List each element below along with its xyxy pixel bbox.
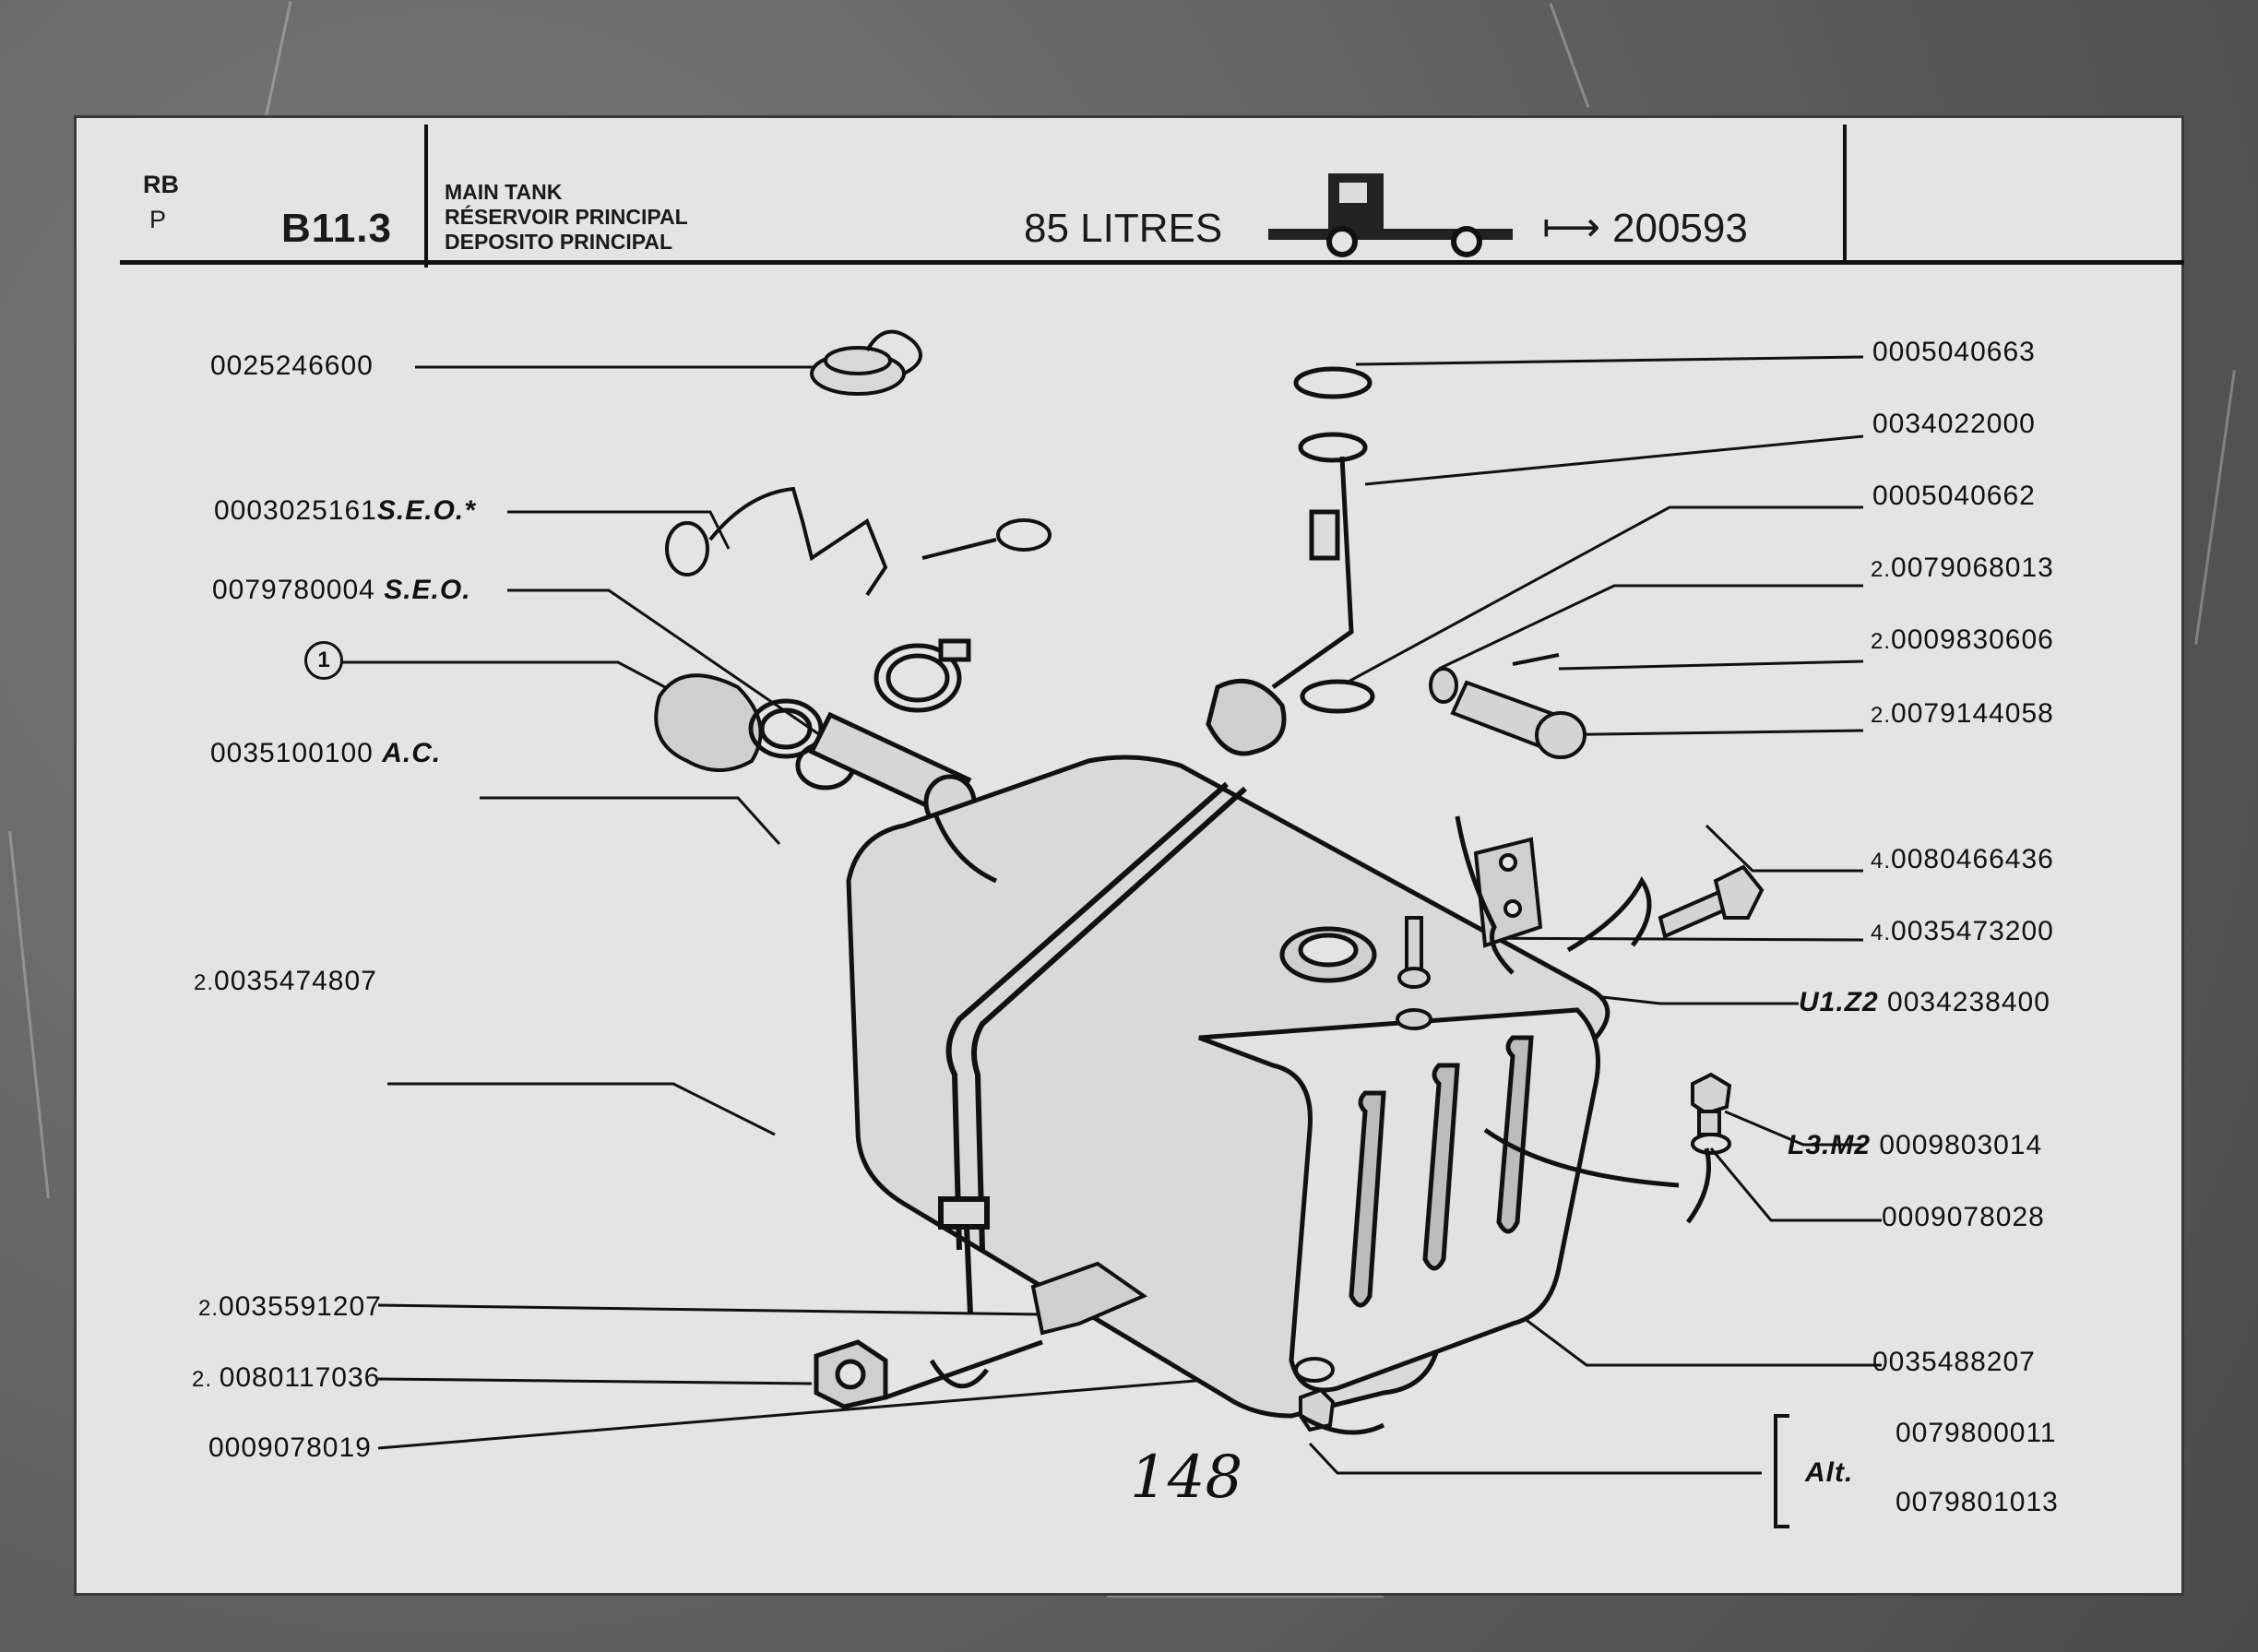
part-number-right: 2.0079068013 (1871, 553, 2054, 584)
part-number: 0035474807 (214, 966, 377, 996)
header-divider (1843, 125, 1847, 263)
security-chain (665, 486, 1052, 597)
part-number-right: 4.0080466436 (1871, 844, 2054, 875)
part-number: 0079780004 (212, 575, 375, 605)
alt-label: Alt. (1805, 1457, 1854, 1488)
part-number-left: 2.0035591207 (198, 1291, 382, 1323)
part-suffix: S.E.O. (384, 575, 471, 605)
part-suffix: A.C. (382, 738, 442, 768)
stud-bolt (1396, 916, 1432, 1030)
part-code: L3.M2 (1788, 1130, 1872, 1160)
part-number-right: 4.0035473200 (1871, 916, 2054, 947)
tank-strap (938, 781, 1248, 1315)
part-quantity: 4. (1871, 849, 1892, 874)
part-quantity: 2. (192, 1367, 220, 1392)
part-number: 0005040663 (1872, 337, 2036, 367)
scratch (1549, 3, 1590, 108)
hanger-bracket (1473, 837, 1543, 948)
part-code: U1.Z2 (1799, 987, 1879, 1017)
part-number-left: 0035100100 A.C. (210, 738, 441, 769)
scratch (2194, 370, 2236, 645)
header-rule (120, 260, 2184, 265)
part-number: 0009830606 (1891, 624, 2054, 655)
part-number: 0079068013 (1891, 553, 2054, 583)
hose-clamp (873, 638, 971, 713)
title-portuguese: DEPOSITO PRINCIPAL (445, 230, 673, 254)
pivot-pin (1429, 653, 1587, 759)
part-number: 0080117036 (219, 1362, 381, 1393)
exploded-diagram (341, 329, 1882, 1528)
part-number-left: 2. 0080117036 (192, 1362, 380, 1394)
page-number: 148 (1130, 1444, 1243, 1512)
part-number-right: 0035488207 (1872, 1347, 2036, 1378)
part-quantity: 2. (1871, 557, 1892, 582)
part-quantity: 2. (194, 970, 215, 995)
part-number-right: U1.Z2 0034238400 (1799, 987, 2050, 1018)
part-number: 0035473200 (1891, 916, 2054, 946)
part-quantity: 2. (1871, 629, 1892, 654)
leader-lines (341, 355, 1882, 1475)
part-number-right: 0034022000 (1872, 409, 2036, 440)
sheet-header: RB P B11.3 MAIN TANK RÉSERVOIR PRINCIPAL… (74, 115, 2184, 267)
alt-part-number: 0079800011 (1896, 1418, 2057, 1448)
serial-arrow: ⟼ (1542, 205, 1601, 250)
part-suffix: S.E.O.* (376, 495, 476, 526)
title-french: RÉSERVOIR PRINCIPAL (445, 205, 688, 229)
part-number-right: 2.0009830606 (1871, 624, 2054, 656)
title-english: MAIN TANK (445, 180, 563, 204)
part-number-right: 2.0079144058 (1871, 698, 2054, 730)
reference-callout: 1 (304, 641, 343, 680)
part-number: 0079144058 (1891, 698, 2054, 729)
part-number: 0009803014 (1879, 1130, 2043, 1160)
truck-chassis-icon (1268, 173, 1513, 257)
part-number: 0025246600 (210, 351, 374, 381)
section-code: B11.3 (281, 206, 392, 251)
language-code-bottom: P (149, 206, 167, 233)
part-number: 0035591207 (219, 1291, 382, 1322)
filler-cap (810, 329, 922, 396)
serial-number: 200593 (1612, 206, 1748, 251)
part-number: 0005040662 (1872, 481, 2036, 511)
part-number-right: 0005040663 (1872, 337, 2036, 368)
header-divider (424, 125, 428, 267)
drain-plug (1691, 1072, 1732, 1155)
part-number: 0035488207 (1872, 1347, 2036, 1377)
tank-capacity: 85 LITRES (1024, 206, 1223, 251)
hex-bolt (1658, 864, 1765, 939)
part-number-right: 0005040662 (1872, 481, 2036, 512)
hex-nut (814, 1339, 888, 1409)
language-code-top: RB (143, 171, 179, 198)
part-quantity: 2. (1871, 703, 1892, 728)
part-number: 0034238400 (1887, 987, 2050, 1017)
part-number-left: 2.0035474807 (194, 966, 377, 997)
part-number-left: 0025246600 (210, 351, 374, 382)
part-number-right: 0009078028 (1882, 1202, 2045, 1233)
alt-bracket (1774, 1414, 1789, 1528)
cover-part (654, 673, 763, 772)
fuel-gauge-sender (1206, 366, 1375, 756)
part-quantity: 4. (1871, 921, 1892, 945)
support-bracket (1030, 1261, 1148, 1336)
scratch (1107, 1596, 1384, 1598)
part-number: 0034022000 (1872, 409, 2036, 439)
scratch (264, 1, 292, 119)
part-number: 0003025161 (214, 495, 377, 526)
part-number-right: L3.M2 0009803014 (1788, 1130, 2042, 1161)
scratch (8, 830, 50, 1199)
part-number: 0009078028 (1882, 1202, 2045, 1232)
part-number-left: 0079780004 S.E.O. (212, 575, 471, 606)
group-arcs (885, 815, 1711, 1435)
part-number: 0080466436 (1891, 844, 2054, 874)
part-number-left: 0009078019 (208, 1432, 372, 1464)
parts-catalog-sheet: RB P B11.3 MAIN TANK RÉSERVOIR PRINCIPAL… (74, 115, 2184, 1596)
part-number-left: 0003025161S.E.O.* (214, 495, 476, 527)
alt-part-number: 0079801013 (1896, 1487, 2059, 1517)
part-number: 0009078019 (208, 1432, 372, 1463)
part-number: 0035100100 (210, 738, 374, 768)
part-quantity: 2. (198, 1296, 220, 1321)
